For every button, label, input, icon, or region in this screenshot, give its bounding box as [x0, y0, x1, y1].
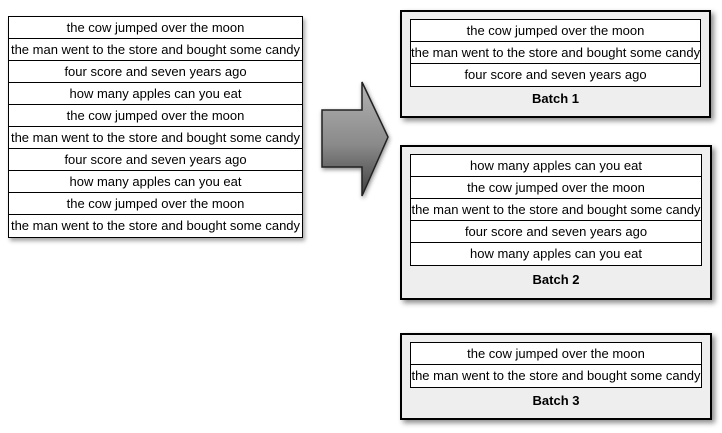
sentence-row: the cow jumped over the moon [411, 177, 701, 199]
batch-3-sentence-table: the cow jumped over the moon the man wen… [410, 342, 702, 388]
sentence-row: the man went to the store and bought som… [9, 39, 302, 61]
sentence-row: the cow jumped over the moon [411, 343, 701, 365]
right-arrow-icon [315, 78, 393, 203]
sentence-row: how many apples can you eat [411, 243, 701, 265]
sentence-row: the cow jumped over the moon [9, 17, 302, 39]
sentence-row: how many apples can you eat [411, 155, 701, 177]
sentence-row: the man went to the store and bought som… [411, 199, 701, 221]
batch-1-sentence-table: the cow jumped over the moon the man wen… [410, 19, 701, 87]
sentence-row: the man went to the store and bought som… [9, 127, 302, 149]
sentence-row: four score and seven years ago [411, 221, 701, 243]
sentence-row: the man went to the store and bought som… [9, 215, 302, 237]
sentence-row: the cow jumped over the moon [411, 20, 700, 42]
sentence-row: the cow jumped over the moon [9, 105, 302, 127]
sentence-row: how many apples can you eat [9, 83, 302, 105]
sentence-row: four score and seven years ago [9, 149, 302, 171]
batch-box-1: the cow jumped over the moon the man wen… [400, 10, 711, 118]
batch-2-sentence-table: how many apples can you eat the cow jump… [410, 154, 702, 266]
sentence-row: the cow jumped over the moon [9, 193, 302, 215]
input-sentence-table: the cow jumped over the moon the man wen… [8, 16, 303, 238]
batch-1-label: Batch 1 [532, 91, 579, 106]
sentence-row: the man went to the store and bought som… [411, 365, 701, 387]
sentence-row: four score and seven years ago [411, 64, 700, 86]
batch-3-label: Batch 3 [532, 393, 580, 408]
sentence-row: how many apples can you eat [9, 171, 302, 193]
batch-2-label: Batch 2 [532, 272, 580, 287]
batch-box-3: the cow jumped over the moon the man wen… [400, 333, 712, 420]
sentence-row: four score and seven years ago [9, 61, 302, 83]
batch-box-2: how many apples can you eat the cow jump… [400, 145, 712, 300]
sentence-row: the man went to the store and bought som… [411, 42, 700, 64]
